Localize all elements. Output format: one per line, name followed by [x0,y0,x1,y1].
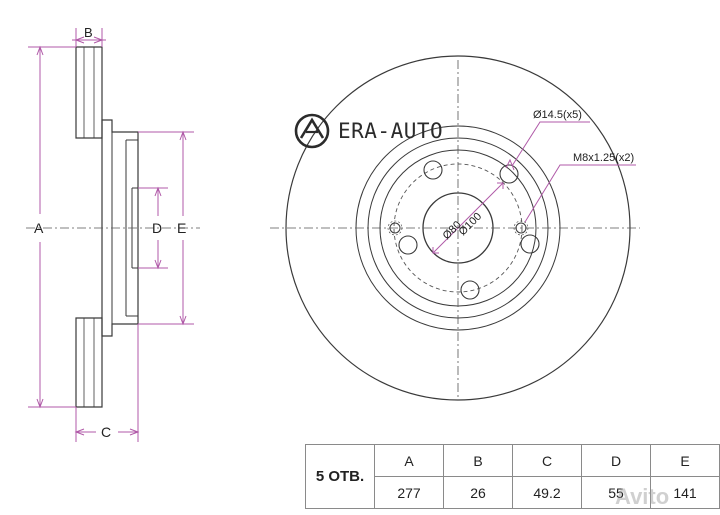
bolt-hole-label: Ø14.5(x5) [533,109,582,121]
thread-hole [515,222,527,234]
value-d: 55 [581,476,651,509]
section-top-ring [75,46,103,139]
spec-value-row: 277 26 49.2 55 141 [306,476,720,509]
header-d: D [581,444,651,477]
value-b: 26 [443,476,513,509]
bolt-hole [499,164,519,184]
thread-hole-label: M8x1.25(x2) [573,152,634,164]
bolt-holes [398,160,540,300]
header-c: C [512,444,582,477]
header-a: A [374,444,444,477]
side-section-view [26,46,200,408]
logo-emblem-icon [294,113,330,149]
section-bottom-ring [75,317,103,408]
logo-text: ERA-AUTO [338,119,444,143]
era-auto-logo: ERA-AUTO [292,111,443,151]
bolt-hole [520,234,540,254]
thread-holes [387,220,529,236]
front-view [270,55,640,401]
value-e: 141 [650,476,720,509]
spec-table: 5 ОТВ. A B C D E 277 26 49.2 55 141 [305,444,720,509]
header-e: E [650,444,720,477]
spec-header-row: 5 ОТВ. A B C D E [305,444,720,509]
header-b: B [443,444,513,477]
dim-label-c: C [101,424,111,440]
avito-watermark: Avito [615,484,670,509]
bolt-hole [398,235,418,255]
center-bore-label: Ø80 [441,219,464,242]
dim-label-b: B [84,25,93,40]
bolt-hole [460,280,480,300]
bolt-hole [423,160,443,180]
dim-label-e: E [177,220,186,236]
value-a: 277 [374,476,444,509]
dim-label-a: A [34,220,44,236]
holes-count-cell: 5 ОТВ. [305,444,375,509]
thread-hole [389,222,401,234]
dimension-lines [28,28,194,442]
dim-label-d: D [152,220,162,236]
value-c: 49.2 [512,476,582,509]
